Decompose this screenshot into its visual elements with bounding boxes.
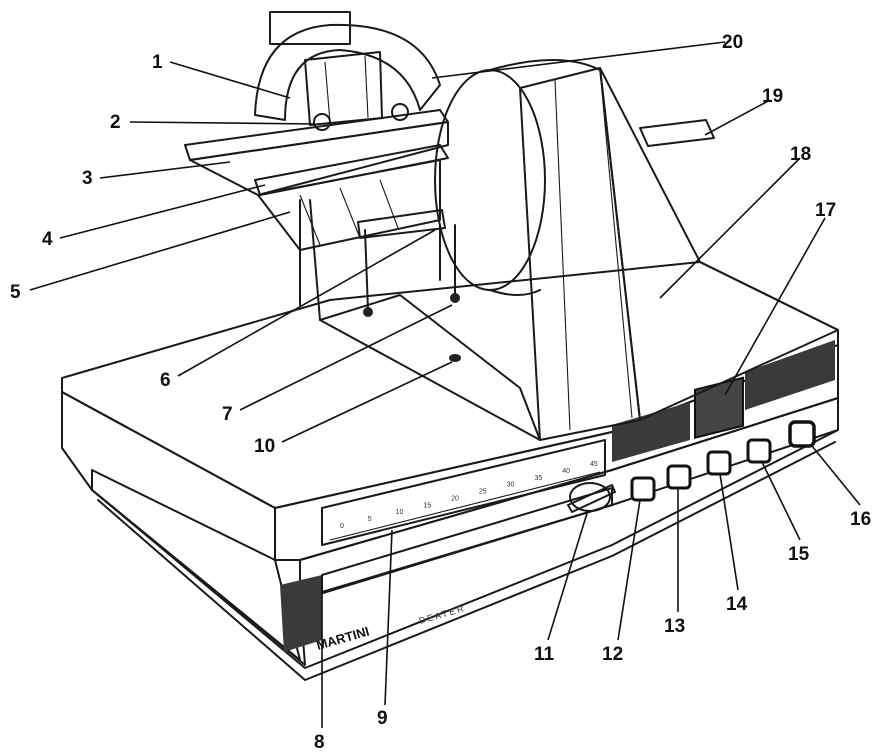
callout-1: 1: [152, 52, 163, 73]
callout-4: 4: [42, 229, 53, 250]
leader-12: [617, 499, 641, 641]
callout-5: 5: [10, 282, 21, 303]
callout-2: 2: [110, 112, 121, 133]
leader-17: [724, 217, 826, 396]
button-16: [788, 420, 816, 448]
callout-6: 6: [160, 370, 171, 391]
callouts: 1 2 3 4 5 6 7 8 9 10 11 12 13 14 15 16 1…: [10, 32, 871, 753]
leader-2: [129, 121, 316, 125]
callout-12: 12: [602, 644, 623, 665]
button-12: [630, 476, 656, 502]
scale-tick-label: 45: [590, 461, 598, 468]
callout-3: 3: [82, 168, 93, 189]
scale-tick-label: 10: [396, 509, 404, 516]
leader-9: [384, 529, 393, 706]
scale-tick-label: 0: [340, 523, 344, 530]
leader-1: [169, 61, 291, 99]
callout-7: 7: [222, 404, 233, 425]
model-name: DEATER: [418, 603, 467, 626]
brand-name: MARTINI: [315, 624, 371, 653]
leader-4: [59, 184, 266, 239]
callout-20: 20: [722, 32, 743, 53]
leader-15: [761, 461, 801, 541]
button-13: [666, 464, 692, 490]
button-15: [746, 438, 772, 464]
scale-tick-label: 15: [423, 502, 431, 509]
leader-20: [431, 41, 726, 79]
leader-6: [177, 229, 436, 377]
selector-knob: [567, 482, 616, 513]
callout-17: 17: [815, 200, 836, 221]
leader-10: [281, 361, 453, 443]
scale-tick-label: 5: [368, 516, 372, 523]
leader-18: [659, 157, 801, 299]
leader-11: [547, 509, 589, 641]
callout-9: 9: [377, 708, 388, 729]
rod: [639, 119, 715, 147]
leader-5: [29, 211, 291, 291]
column: [434, 59, 839, 441]
scale-tick-label: 20: [451, 495, 459, 502]
scale-tick-label: 25: [479, 489, 487, 496]
callout-10: 10: [254, 436, 275, 457]
front-panel: [280, 340, 835, 652]
callout-19: 19: [762, 86, 783, 107]
callout-18: 18: [790, 144, 811, 165]
callout-13: 13: [664, 616, 685, 637]
callout-14: 14: [726, 594, 748, 615]
callout-8: 8: [314, 732, 325, 753]
scale-tick-label: 30: [507, 482, 515, 489]
scale-tick-label: 35: [534, 475, 542, 482]
callout-16: 16: [850, 509, 871, 530]
leader-19: [704, 99, 771, 136]
button-14: [706, 450, 732, 476]
scale-strip: 0 5 10 15 20 25 30 35 40 45 MARTINI DEATER: [315, 439, 606, 653]
carriage: [184, 11, 541, 441]
leader-16: [811, 445, 861, 506]
scale-tick-label: 40: [562, 468, 570, 475]
leader-3: [99, 161, 231, 179]
callout-11: 11: [534, 644, 555, 665]
push-buttons: [630, 420, 816, 502]
callout-15: 15: [788, 544, 810, 565]
leader-7: [239, 304, 453, 411]
leader-14: [719, 473, 739, 591]
